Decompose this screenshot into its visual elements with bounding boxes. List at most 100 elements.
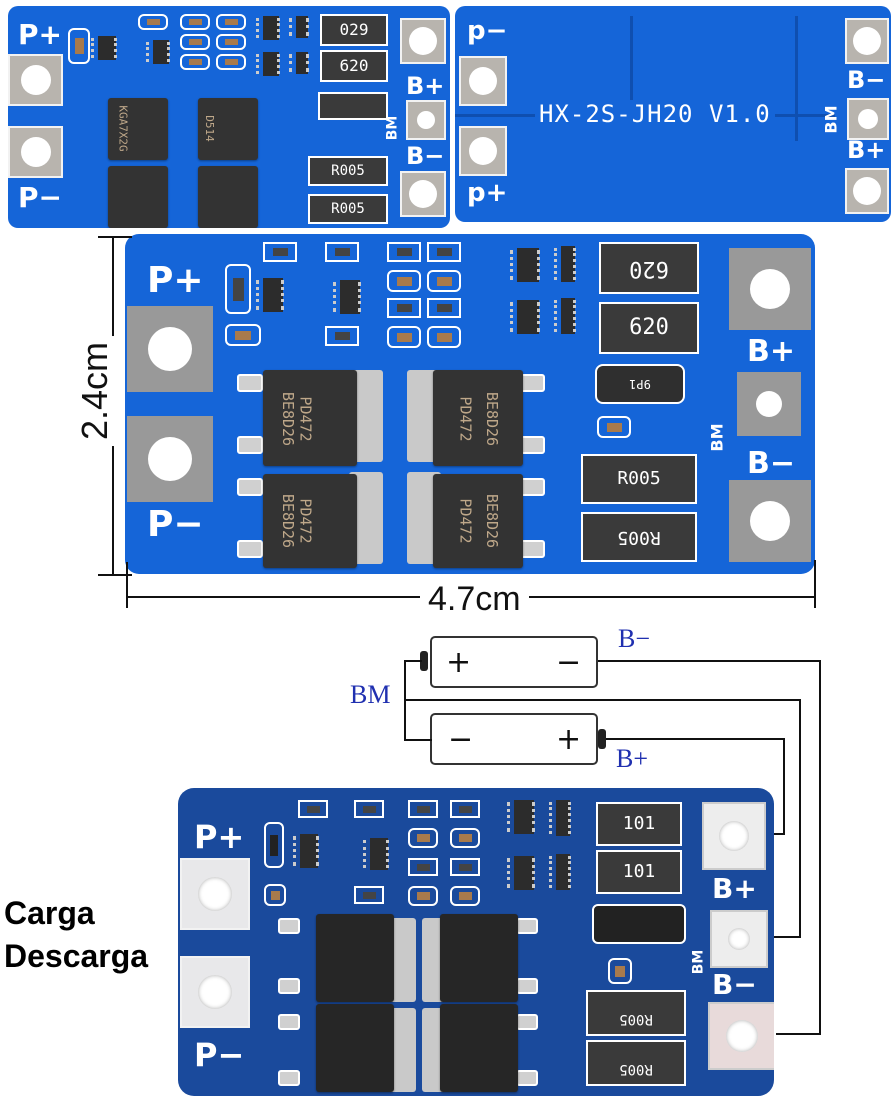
- board-top-left: P+ P− 029 620 R005 R005 KGA7X2G D514 B+ …: [8, 6, 450, 228]
- pad-p-minus: [459, 56, 507, 106]
- pad-p-plus: [459, 126, 507, 176]
- ic-chip: [510, 248, 540, 282]
- mosfet-lead: [278, 1070, 300, 1086]
- ic-chip: [507, 856, 535, 890]
- smd-component: [450, 858, 480, 876]
- resistor-101-1: 101: [596, 802, 682, 846]
- mosfet-marking-line2: BE8D26: [483, 493, 502, 549]
- resistor-r005-2: R005: [586, 1040, 686, 1086]
- trace: [795, 16, 798, 141]
- smd-component: [325, 242, 359, 262]
- label-bm: BM: [690, 949, 707, 975]
- mosfet-lead: [237, 540, 263, 558]
- wire: [770, 936, 801, 938]
- smd-component: [427, 326, 461, 348]
- diagram-label-bm: BM: [350, 680, 391, 709]
- pad-b-minus: [729, 480, 811, 562]
- label-bm: BM: [821, 105, 841, 134]
- mosfet: [440, 914, 518, 1002]
- label-p-minus: P−: [147, 504, 204, 545]
- label-b-minus: B−: [847, 66, 886, 94]
- label-b-plus: B+: [712, 872, 757, 905]
- smd-component: [450, 828, 480, 848]
- smd-component: [387, 298, 421, 318]
- smd-component: [427, 298, 461, 318]
- mosfet: [108, 166, 168, 228]
- diode: [592, 904, 686, 944]
- label-p-plus: P+: [194, 818, 245, 856]
- pad-bm: [406, 100, 446, 140]
- dimension-tick: [126, 562, 128, 608]
- mosfet-marking: KGA7X2G: [116, 105, 130, 152]
- smd-component: [180, 34, 210, 50]
- mosfet-lead: [516, 918, 538, 934]
- wire: [799, 699, 801, 937]
- mosfet: [433, 474, 523, 568]
- pad-b-minus: [708, 1002, 774, 1070]
- mosfet: [316, 1004, 394, 1092]
- mosfet: [263, 474, 357, 568]
- smd-component: [225, 324, 261, 346]
- mosfet-marking-line2: BE8D26: [279, 493, 298, 549]
- pad-bm: [737, 372, 801, 436]
- ic-chip: [549, 800, 571, 836]
- board-bottom: P+ P− 101 101 R005 R005 B+ BM B−: [178, 788, 774, 1096]
- ic-chip: [554, 298, 576, 334]
- pad-p-plus: [180, 858, 250, 930]
- pad-p-plus: [127, 306, 213, 392]
- pad-b-minus: [845, 18, 889, 64]
- mosfet-lead: [278, 978, 300, 994]
- mosfet-lead: [516, 978, 538, 994]
- smd-component: [450, 886, 480, 906]
- mosfet-lead: [237, 478, 263, 496]
- pad-b-minus-top: [702, 802, 766, 870]
- label-p-plus: P+: [147, 260, 204, 301]
- label-p-minus: P−: [194, 1036, 245, 1074]
- pad-p-minus: [8, 126, 63, 178]
- board-middle: P+ P− 620 620 9P1 R005 R005 PD472 BE8D26…: [125, 234, 815, 574]
- label-carga: Carga: [4, 895, 95, 931]
- pad-p-minus: [127, 416, 213, 502]
- battery-top-plus: +: [446, 645, 472, 680]
- resistor-r005-1: R005: [586, 990, 686, 1036]
- resistor-620-2: 620: [599, 302, 699, 354]
- mosfet-lead: [237, 374, 263, 392]
- smd-component: [138, 14, 168, 30]
- resistor-101-2: 101: [596, 850, 682, 894]
- wire: [404, 739, 432, 741]
- resistor-620-1: 620: [599, 242, 699, 294]
- battery-bottom-plus: +: [556, 722, 582, 757]
- resistor-r005-1: R005: [308, 156, 388, 186]
- mosfet: [316, 914, 394, 1002]
- dimension-tick: [814, 560, 816, 608]
- pad-bm: [710, 910, 768, 968]
- resistor-029: 029: [320, 14, 388, 46]
- smd-component: [408, 800, 438, 818]
- ic-chip: [289, 52, 309, 74]
- ic-chip: [554, 246, 576, 282]
- pad-p-minus: [180, 956, 250, 1028]
- wire: [776, 1033, 821, 1035]
- mosfet-lead: [237, 436, 263, 454]
- smd-component: [408, 886, 438, 906]
- smd-component: [408, 858, 438, 876]
- pad-p-plus: [8, 54, 63, 106]
- label-bm: BM: [707, 423, 727, 452]
- dimension-tick: [98, 236, 132, 238]
- ic-chip: [91, 36, 117, 60]
- resistor-620: 620: [320, 50, 388, 82]
- smd-component: [216, 34, 246, 50]
- ic-chip: [256, 16, 280, 40]
- label-b-plus: B+: [747, 334, 796, 369]
- dimension-height: 2.4cm: [74, 335, 117, 447]
- smd-component: [597, 416, 631, 438]
- wire: [819, 660, 821, 1034]
- diagram-label-b-plus: B+: [616, 744, 649, 773]
- label-b-plus: B+: [406, 72, 445, 100]
- smd-component: [180, 54, 210, 70]
- ic-chip: [507, 800, 535, 834]
- battery-bottom-terminal: [598, 729, 606, 749]
- mosfet: [440, 1004, 518, 1092]
- smd-component: [387, 270, 421, 292]
- mosfet: [108, 98, 168, 160]
